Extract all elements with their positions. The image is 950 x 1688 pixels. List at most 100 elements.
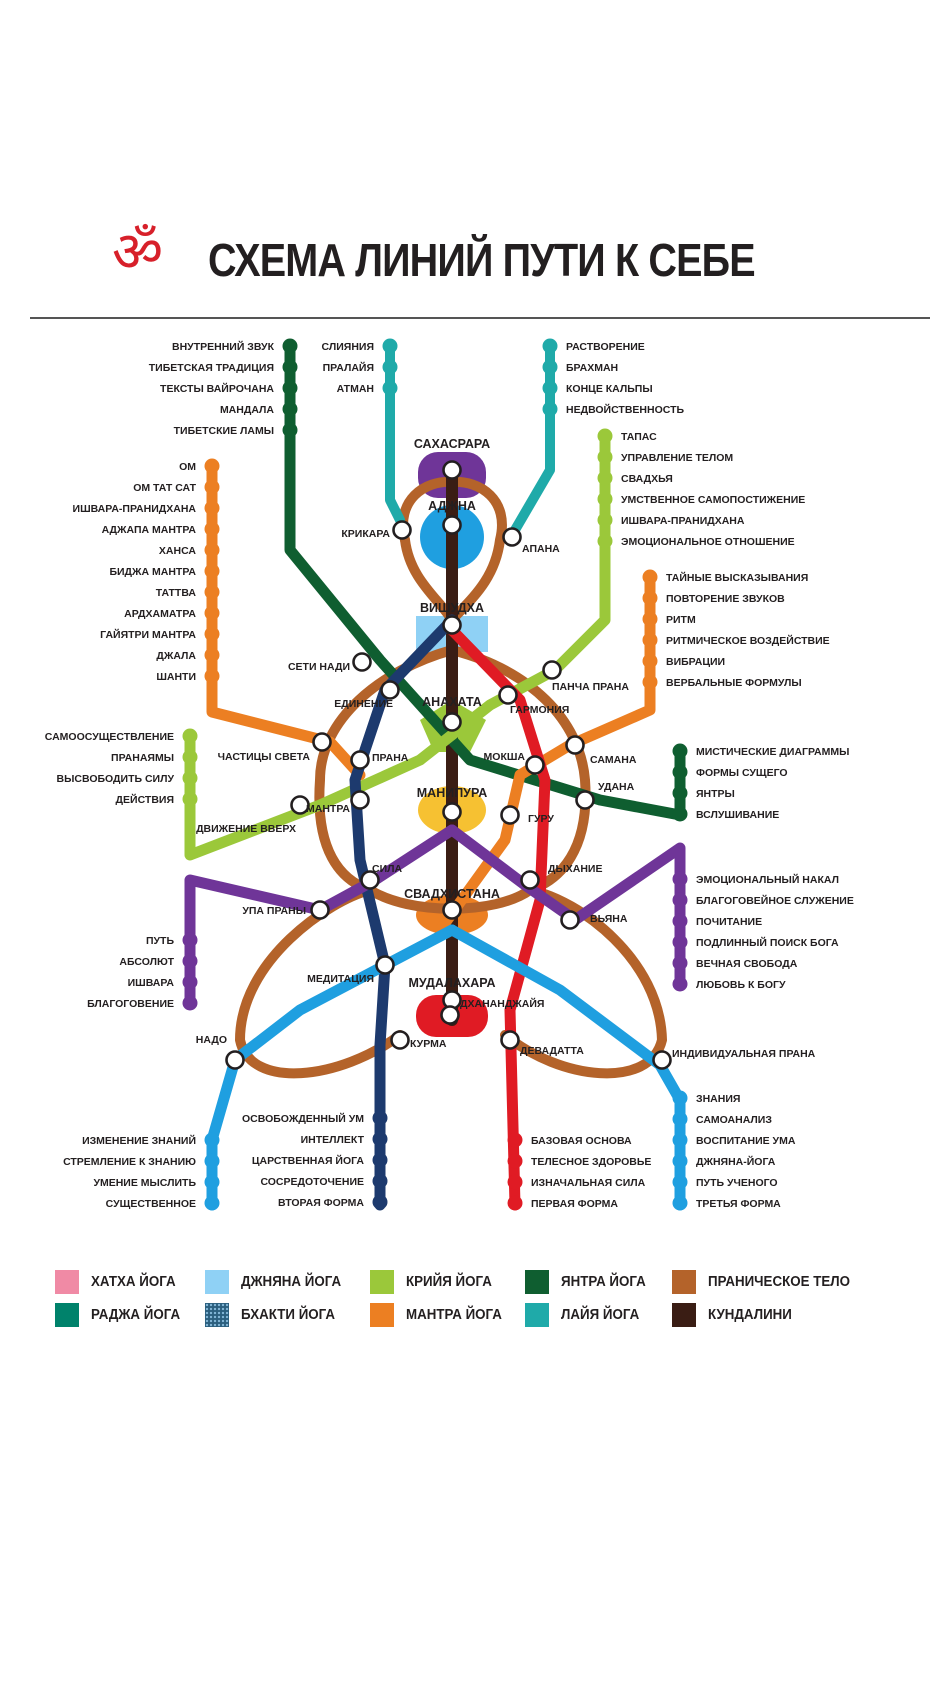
- station-dot: [672, 934, 688, 950]
- station-label: ТАТТВА: [156, 587, 197, 599]
- station-label: САМАНА: [590, 754, 637, 766]
- legend-swatch: [370, 1270, 394, 1294]
- station-dot: [204, 1174, 220, 1190]
- station-label: САМООСУЩЕСТВЛЕНИЕ: [45, 731, 174, 743]
- station-label: УПРАВЛЕНИЕ ТЕЛОМ: [621, 452, 733, 464]
- station-label: МАНТРА: [306, 803, 350, 815]
- station-label: ДЕВАДАТТА: [520, 1045, 584, 1057]
- station-dot: [542, 359, 558, 375]
- station-label: УДАНА: [598, 781, 635, 793]
- header: ॐ СХЕМА ЛИНИЙ ПУТИ К СЕБЕ: [0, 215, 950, 325]
- station-dot: [182, 791, 198, 807]
- station-label: БЛАГОГОВЕНИЕ: [87, 998, 174, 1010]
- station-dot: [507, 1174, 523, 1190]
- map-stations: [182, 338, 688, 1211]
- station-dot: [672, 976, 688, 992]
- station-label: ДЕЙСТВИЯ: [116, 793, 174, 806]
- station-label: СУЩЕСТВЕННОЕ: [106, 1198, 196, 1210]
- legend-item: МАНТРА ЙОГА: [370, 1303, 510, 1327]
- legend-label: ЯНТРА ЙОГА: [561, 1274, 646, 1290]
- station-label: ИЗМЕНЕНИЕ ЗНАНИЙ: [82, 1134, 196, 1147]
- station-dot: [672, 806, 688, 822]
- transfer-station: [442, 900, 462, 920]
- station-label: РИТМ: [666, 614, 696, 626]
- legend-item: ЛАЙЯ ЙОГА: [525, 1303, 646, 1327]
- station-dot: [204, 1153, 220, 1169]
- station-label: ВЫСВОБОДИТЬ СИЛУ: [57, 773, 175, 785]
- transfer-station: [442, 460, 462, 480]
- legend-label: БХАКТИ ЙОГА: [241, 1307, 336, 1323]
- station-label: ПРАЛАЙЯ: [323, 361, 374, 374]
- transfer-station: [375, 955, 395, 975]
- station-label: ЧАСТИЦЫ СВЕТА: [218, 751, 311, 763]
- station-label: УМСТВЕННОЕ САМОПОСТИЖЕНИЕ: [621, 494, 805, 506]
- station-label: ГАРМОНИЯ: [510, 704, 569, 716]
- transfer-station: [442, 615, 462, 635]
- station-label: МАНДАЛА: [220, 404, 274, 416]
- station-label: ПРАНАЯМЫ: [111, 752, 174, 764]
- station-dot: [672, 1153, 688, 1169]
- legend-swatch: [672, 1303, 696, 1327]
- legend-label: ЛАЙЯ ЙОГА: [561, 1307, 640, 1323]
- station-label: ИШВАРА-ПРАНИДХАНА: [73, 503, 197, 515]
- legend-swatch: [525, 1270, 549, 1294]
- station-label: ТЕЛЕСНОЕ ЗДОРОВЬЕ: [531, 1156, 651, 1168]
- station-label: АПАНА: [522, 543, 560, 555]
- station-dot: [204, 1132, 220, 1148]
- transfer-station: [352, 652, 372, 672]
- transfer-station: [225, 1050, 245, 1070]
- transfer-station: [525, 755, 545, 775]
- station-dot: [507, 1195, 523, 1211]
- station-label: МЕДИТАЦИЯ: [307, 973, 374, 985]
- legend-item: КУНДАЛИНИ: [672, 1303, 799, 1327]
- station-dot: [642, 611, 658, 627]
- station-label: УМЕНИЕ МЫСЛИТЬ: [93, 1177, 196, 1189]
- station-label: ВСЛУШИВАНИЕ: [696, 809, 779, 821]
- laya-line-right: [510, 340, 555, 535]
- station-label: НАДО: [196, 1034, 227, 1046]
- station-dot: [204, 542, 220, 558]
- station-label: БРАХМАН: [566, 362, 618, 374]
- station-label: ВЬЯНА: [590, 913, 628, 925]
- station-dot: [597, 491, 613, 507]
- legend-item: ЯНТРА ЙОГА: [525, 1270, 653, 1294]
- station-dot: [672, 871, 688, 887]
- station-label: ШАНТИ: [156, 671, 196, 683]
- station-label: КРИКАРА: [341, 528, 390, 540]
- station-label: АТМАН: [337, 383, 374, 395]
- transfer-station: [500, 1030, 520, 1050]
- station-dot: [282, 359, 298, 375]
- station-label: ТИБЕТСКАЯ ТРАДИЦИЯ: [149, 362, 274, 374]
- station-dot: [507, 1132, 523, 1148]
- station-dot: [642, 590, 658, 606]
- station-dot: [642, 569, 658, 585]
- station-label: ХАНСА: [159, 545, 196, 557]
- station-dot: [204, 500, 220, 516]
- legend-item: БХАКТИ ЙОГА: [205, 1303, 343, 1327]
- chakra-label-manipura: МАНИПУРА: [417, 786, 487, 800]
- legend-item: ПРАНИЧЕСКОЕ ТЕЛО: [672, 1270, 862, 1294]
- station-label: КУРМА: [410, 1038, 447, 1050]
- station-label: МОКША: [484, 751, 526, 763]
- station-label: ДЫХАНИЕ: [548, 863, 602, 875]
- station-dot: [182, 728, 198, 744]
- legend-label: ДЖНЯНА ЙОГА: [241, 1274, 342, 1290]
- station-label: БИДЖА МАНТРА: [109, 566, 196, 578]
- station-label: ПРАНА: [372, 752, 409, 764]
- station-label: УПА ПРАНЫ: [242, 905, 306, 917]
- legend-label: КУНДАЛИНИ: [708, 1307, 792, 1323]
- station-dot: [672, 1174, 688, 1190]
- station-dot: [672, 743, 688, 759]
- title-divider: [30, 317, 930, 319]
- station-dot: [672, 1195, 688, 1211]
- station-label: БАЗОВАЯ ОСНОВА: [531, 1135, 632, 1147]
- station-label: ОМ ТАТ САТ: [133, 482, 196, 494]
- station-dot: [382, 359, 398, 375]
- station-label: ЗНАНИЯ: [696, 1093, 740, 1105]
- station-label: ГАЙЯТРИ МАНТРА: [100, 628, 196, 641]
- station-dot: [182, 770, 198, 786]
- transfer-station: [310, 900, 330, 920]
- station-label: ПОЧИТАНИЕ: [696, 916, 762, 928]
